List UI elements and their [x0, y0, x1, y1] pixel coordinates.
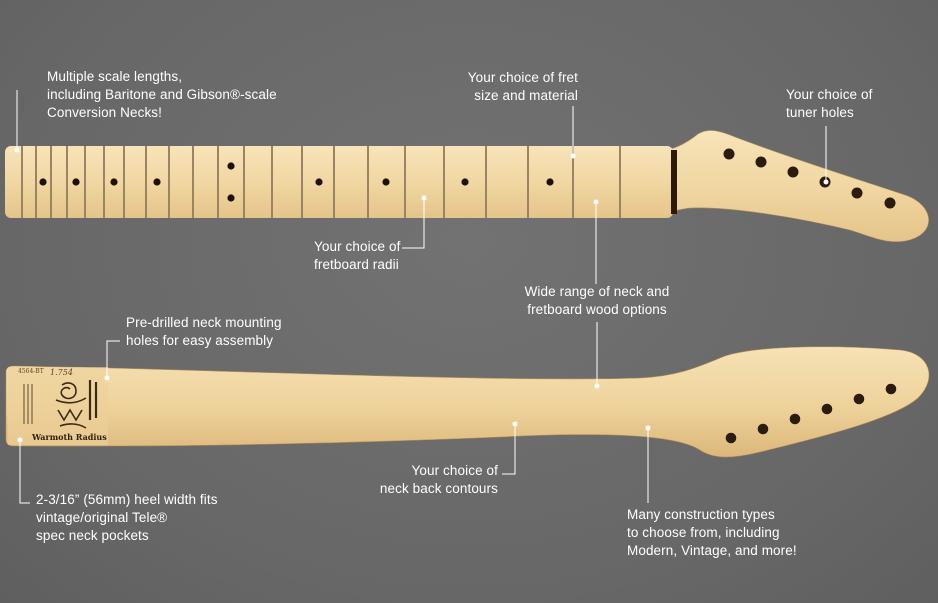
heel-stamp-artwork [23, 380, 98, 429]
fret-marker [227, 162, 235, 170]
stamp-code: 4564-BT [18, 368, 44, 375]
callout-contours [502, 424, 516, 475]
fret-marker [153, 178, 161, 186]
callout-dot [421, 195, 427, 201]
stamp-brand: Warmoth Radius [32, 432, 107, 442]
fret-marker [72, 178, 80, 186]
top-neck-headstock [659, 130, 929, 242]
label-line: fretboard radii [314, 257, 399, 272]
bottom-neck [5, 346, 930, 458]
label-line: tuner holes [786, 105, 854, 120]
callouts [14, 90, 829, 504]
stamp-glyph [55, 397, 87, 404]
label-line: Pre-drilled neck mounting [126, 315, 282, 330]
tuner-hole [821, 403, 833, 415]
callout-heel [19, 440, 30, 504]
label-wood-options: Wide range of neck and fretboard wood op… [510, 283, 684, 319]
top-neck [5, 130, 929, 242]
callout-dot [570, 153, 576, 159]
label-line: Your choice of [314, 239, 401, 254]
stamp-glyph [23, 384, 33, 424]
stamp-glyph [57, 408, 83, 422]
label-line: Many construction types [627, 507, 775, 522]
back-tuner-holes [725, 383, 897, 444]
fret-marker [315, 178, 323, 186]
callout-dot [823, 179, 829, 185]
tuner-hole [853, 393, 865, 405]
nut [671, 150, 677, 214]
label-line: neck back contours [379, 481, 498, 496]
stamp-glyph [88, 380, 98, 420]
tuner-hole [755, 156, 767, 168]
label-line: spec neck pockets [36, 528, 149, 543]
label-line: size and material [474, 88, 578, 103]
callout-dot [14, 147, 20, 153]
label-neck-contours: Your choice of neck back contours [360, 462, 498, 498]
callout-dot [594, 383, 600, 389]
fret-marker [39, 178, 47, 186]
stamp-glyph [59, 423, 87, 429]
label-tuner-holes: Your choice of tuner holes [786, 86, 872, 122]
label-line: holes for easy assembly [126, 333, 274, 348]
callout-dot [17, 437, 23, 443]
callout-dot [512, 421, 518, 427]
heel-pad [8, 367, 108, 445]
stamp-number: 1.754 [50, 368, 73, 377]
tuner-holes [723, 148, 896, 209]
label-line: Wide range of neck and [524, 284, 670, 299]
label-heel-width: 2-3/16” (56mm) heel width fits vintage/o… [36, 491, 218, 545]
label-fretboard-radii: Your choice of fretboard radii [314, 238, 400, 274]
label-construction-types: Many construction types to choose from, … [627, 506, 797, 560]
label-line: Your choice of [411, 463, 498, 478]
fret-marker [546, 178, 554, 186]
fret-marker [461, 178, 469, 186]
label-fret-size: Your choice of fret size and material [440, 69, 578, 105]
label-line: Multiple scale lengths, [47, 69, 183, 84]
label-predrilled-holes: Pre-drilled neck mounting holes for easy… [126, 314, 282, 350]
tuner-hole [789, 413, 801, 425]
fret-markers [39, 162, 554, 202]
top-neck-fretboard [5, 146, 673, 218]
callout-dot [104, 375, 110, 381]
label-line: fretboard wood options [527, 302, 667, 317]
label-line: Your choice of [786, 87, 873, 102]
label-line: Conversion Necks! [47, 105, 162, 120]
fret-marker [110, 178, 118, 186]
label-line: to choose from, including [627, 525, 780, 540]
bottom-neck-body [5, 346, 930, 458]
label-line: Modern, Vintage, and more! [627, 543, 797, 558]
heel-stamp: 4564-BT 1.754 Warmoth Radius [12, 366, 108, 446]
callout-radii [402, 198, 425, 249]
tuner-hole [885, 383, 897, 395]
callout-dot [645, 425, 651, 431]
label-line: 2-3/16” (56mm) heel width fits [36, 492, 218, 507]
label-line: vintage/original Tele® [36, 510, 168, 525]
tuner-hole [787, 166, 799, 178]
tuner-hole [851, 187, 863, 199]
label-scale-lengths: Multiple scale lengths, including Barito… [47, 68, 277, 122]
fret-marker [382, 178, 390, 186]
label-line: Your choice of fret [467, 70, 578, 85]
frets [21, 146, 621, 218]
tuner-hole [757, 423, 769, 435]
tuner-hole [723, 148, 735, 160]
stamp-glyph [60, 382, 77, 400]
callout-dot [593, 199, 599, 205]
fret-marker [227, 194, 235, 202]
label-line: including Baritone and Gibson®-scale [47, 87, 277, 102]
tuner-hole [725, 432, 737, 444]
callout-predrilled [106, 340, 120, 378]
tuner-hole [884, 197, 896, 209]
